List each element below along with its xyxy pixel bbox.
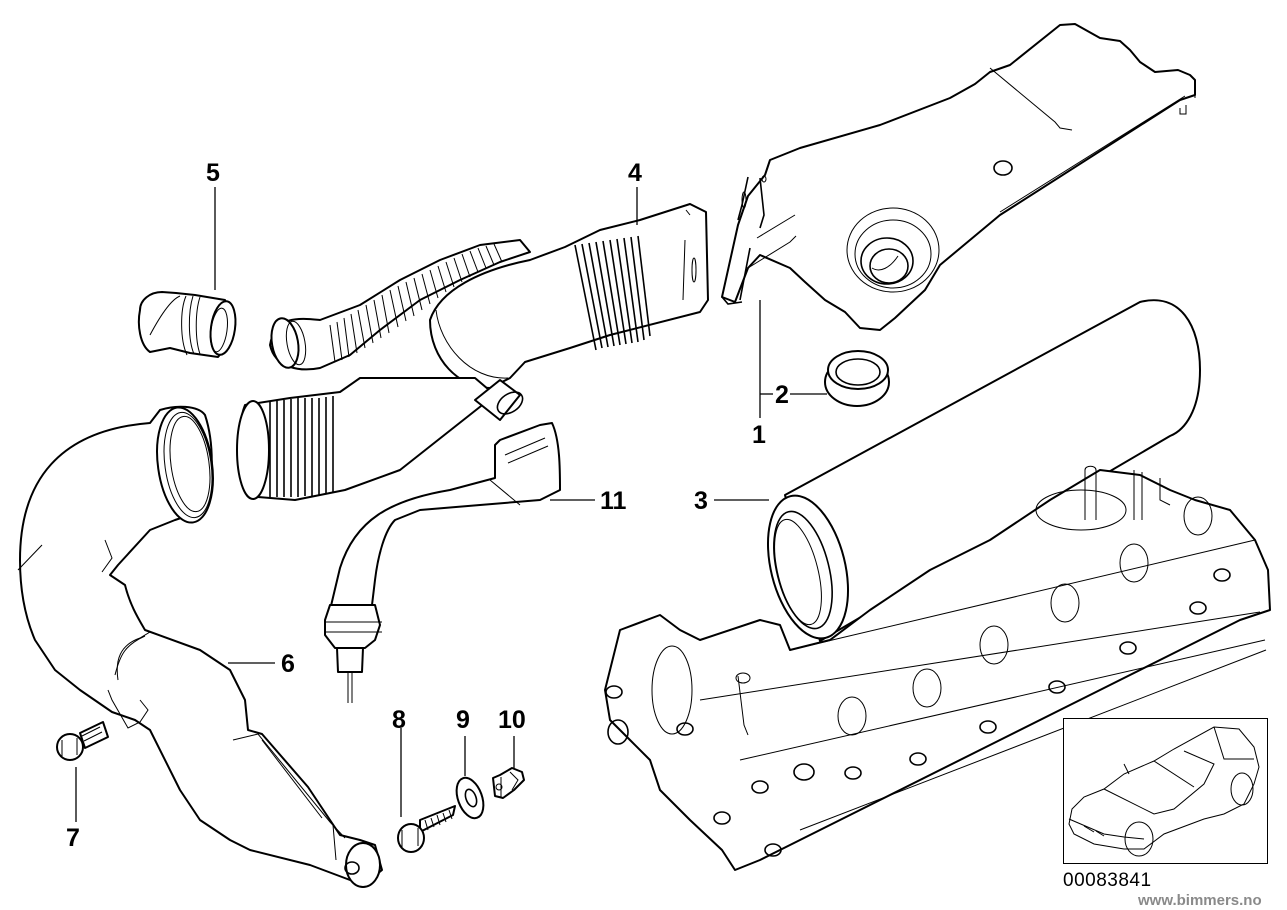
callout-8[interactable]: 8 [392, 706, 406, 734]
vehicle-location-inset [1063, 718, 1268, 864]
duct-ribs [574, 235, 651, 351]
part-10-clip-nut[interactable] [492, 767, 525, 799]
part-2-sealing-ring[interactable] [824, 350, 890, 407]
callout-7[interactable]: 7 [66, 824, 80, 852]
valve-cover [604, 465, 1271, 871]
callout-5[interactable]: 5 [206, 159, 220, 187]
watermark[interactable]: www.bimmers.no [1138, 892, 1262, 909]
intake-ports [837, 496, 1213, 736]
diagram-number: 00083841 [1063, 870, 1152, 891]
part-9-washer[interactable] [452, 774, 489, 822]
callout-4[interactable]: 4 [628, 159, 642, 187]
part-5-connector-pipe[interactable] [137, 291, 239, 358]
callout-9[interactable]: 9 [456, 706, 470, 734]
part-11-vent-hose[interactable] [324, 422, 561, 703]
callout-10[interactable]: 10 [498, 706, 526, 734]
part-4-intake-duct[interactable] [236, 203, 709, 501]
callout-6[interactable]: 6 [281, 650, 295, 678]
hose-corrugations [329, 243, 503, 363]
callout-2[interactable]: 2 [775, 381, 789, 409]
part-6-intake-pipe[interactable] [17, 404, 383, 888]
part-1-silencer-housing[interactable] [721, 23, 1196, 331]
part-8-screw[interactable] [397, 805, 456, 853]
callout-11[interactable]: 11 [600, 487, 627, 515]
bolt-bosses [605, 568, 1231, 857]
part-3-air-filter-element[interactable] [754, 299, 1201, 647]
part-7-hex-bolt[interactable] [56, 721, 109, 761]
sedan-car-icon [1068, 726, 1260, 857]
callout-1[interactable]: 1 [752, 421, 766, 449]
leader-lines [75, 187, 827, 822]
callout-3[interactable]: 3 [694, 487, 708, 515]
bellows-ribs [269, 396, 334, 497]
